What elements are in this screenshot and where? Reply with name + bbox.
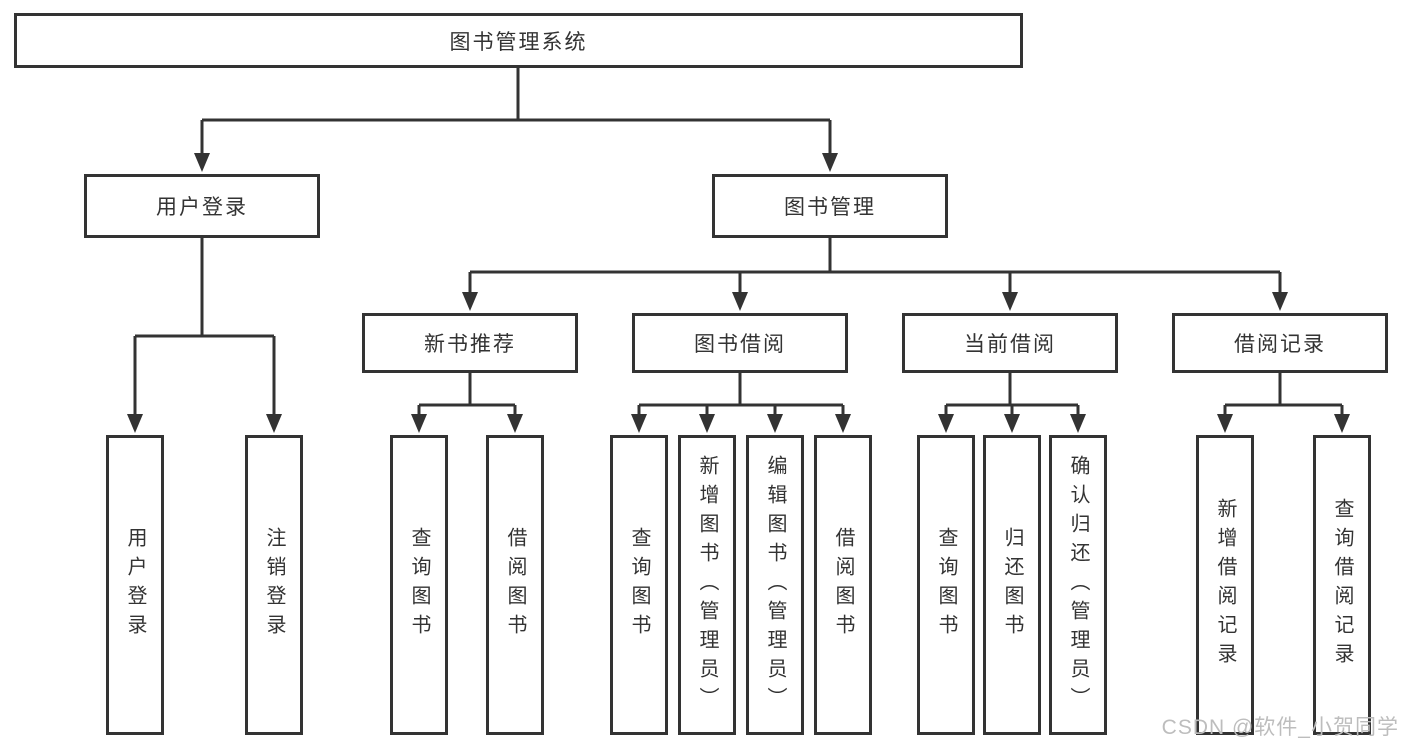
arrowhead [1004,414,1020,433]
leaf-borrow-edit-books-admin: 编辑图书（管理员） [746,435,804,735]
leaf-current-confirm-return-admin: 确认归还（管理员） [1049,435,1107,735]
leaf-user-login: 用户登录 [106,435,164,735]
node-book-borrowing: 图书借阅 [632,313,848,373]
connector-bookborrow-to-leaves [637,373,845,418]
arrowhead [732,292,748,311]
arrowhead [507,414,523,433]
arrowhead [1002,292,1018,311]
arrowhead [1272,292,1288,311]
node-new-book-recommend: 新书推荐 [362,313,578,373]
arrowhead [266,414,282,433]
arrowhead [1334,414,1350,433]
arrowhead [1070,414,1086,433]
arrowhead [835,414,851,433]
leaf-logout: 注销登录 [245,435,303,735]
arrowhead [699,414,715,433]
arrowhead [194,153,210,172]
leaf-borrow-borrow-books: 借阅图书 [814,435,872,735]
node-book-management: 图书管理 [712,174,948,238]
node-root: 图书管理系统 [14,13,1023,68]
node-current-borrowing: 当前借阅 [902,313,1118,373]
arrowhead [822,153,838,172]
node-borrowing-records: 借阅记录 [1172,313,1388,373]
connector-bookmgmt-to-level3 [468,238,1282,296]
leaf-newbook-query-books: 查询图书 [390,435,448,735]
connector-userlogin-to-leaves [133,238,276,418]
arrowhead [411,414,427,433]
connector-newbookrec-to-leaves [417,373,517,418]
leaf-current-query-books: 查询图书 [917,435,975,735]
connector-borrowrecord-to-leaves [1223,373,1344,418]
leaf-borrow-query-books: 查询图书 [610,435,668,735]
arrowhead [767,414,783,433]
connector-currentborrow-to-leaves [944,373,1080,418]
csdn-watermark: CSDN @软件_小贺同学 [1161,716,1399,739]
arrowhead [938,414,954,433]
leaf-current-return-books: 归还图书 [983,435,1041,735]
arrowhead [127,414,143,433]
leaf-records-add-record: 新增借阅记录 [1196,435,1254,735]
leaf-borrow-add-books-admin: 新增图书（管理员） [678,435,736,735]
arrowhead [631,414,647,433]
node-user-login: 用户登录 [84,174,320,238]
arrowhead [1217,414,1233,433]
leaf-records-query-record: 查询借阅记录 [1313,435,1371,735]
leaf-newbook-borrow-books: 借阅图书 [486,435,544,735]
connector-root-to-level2 [200,68,832,157]
arrowhead [462,292,478,311]
